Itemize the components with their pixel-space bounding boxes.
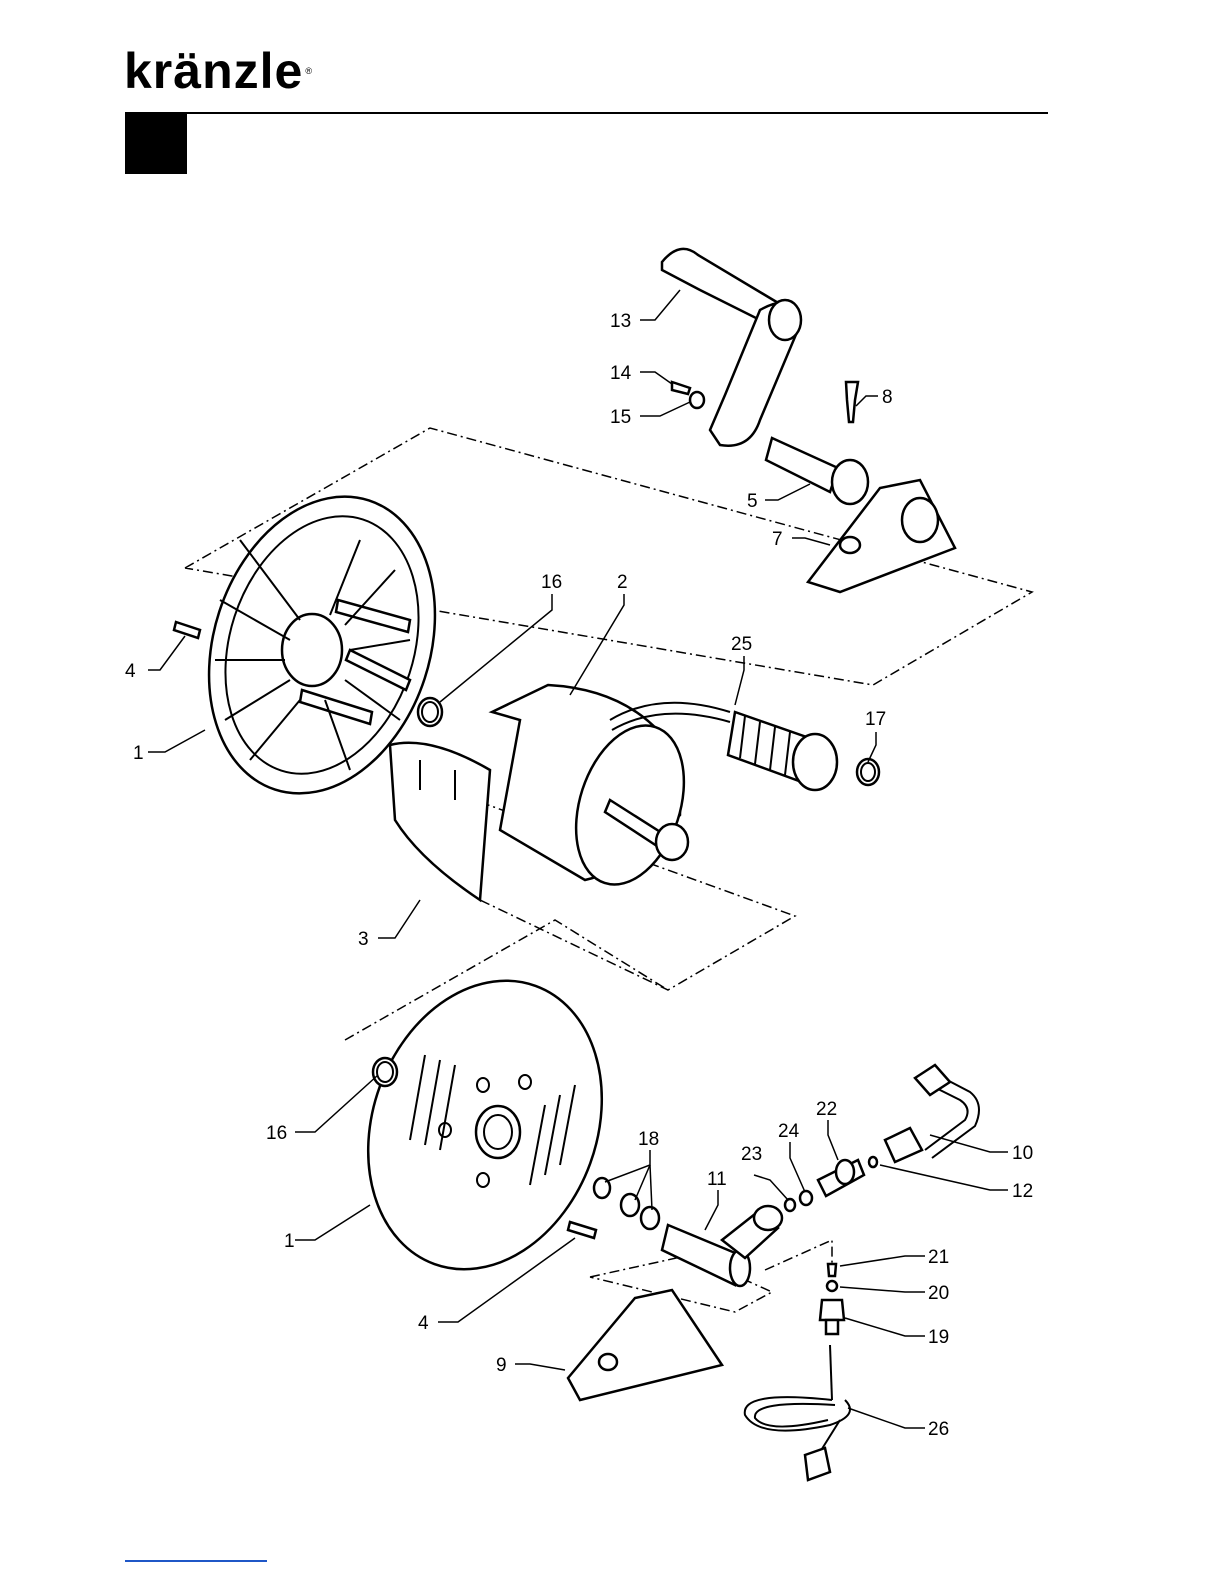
fitting-22 (818, 1160, 864, 1196)
label-3: 3 (358, 929, 369, 950)
label-1-upper: 1 (133, 743, 144, 764)
label-4-upper: 4 (125, 661, 136, 682)
label-12: 12 (1012, 1181, 1033, 1202)
seal-12 (869, 1157, 877, 1167)
label-5: 5 (747, 491, 758, 512)
part-21 (828, 1264, 836, 1276)
label-21: 21 (928, 1247, 949, 1268)
label-14: 14 (610, 363, 632, 384)
seal-23 (785, 1199, 795, 1211)
label-20: 20 (928, 1283, 949, 1304)
label-11: 11 (707, 1169, 727, 1190)
screw-14 (672, 382, 690, 394)
screw-8 (846, 382, 858, 422)
ring-16-upper (418, 698, 442, 726)
seal-24 (800, 1191, 812, 1205)
label-2: 2 (617, 572, 628, 593)
cover-half (390, 743, 490, 900)
pipe-10 (885, 1065, 979, 1162)
label-22: 22 (816, 1099, 837, 1120)
label-23: 23 (741, 1144, 762, 1165)
label-25: 25 (731, 634, 752, 655)
label-19: 19 (928, 1327, 949, 1348)
label-26: 26 (928, 1419, 949, 1440)
washer-15 (690, 392, 704, 408)
label-16-upper: 16 (541, 572, 562, 593)
reel-drum (492, 685, 703, 898)
part-19 (820, 1300, 844, 1334)
label-15: 15 (610, 407, 631, 428)
part-20 (827, 1281, 837, 1291)
reel-flange-lower (329, 948, 641, 1303)
footer-link-rule (125, 1560, 267, 1562)
label-16-lower: 16 (266, 1123, 287, 1144)
label-7: 7 (772, 529, 783, 550)
rotary-joint (728, 712, 837, 790)
hose-26 (745, 1345, 850, 1480)
screw-4-lower (568, 1222, 596, 1238)
screw-4-upper (174, 622, 200, 638)
elbow-11 (662, 1206, 782, 1286)
label-4-lower: 4 (418, 1313, 429, 1334)
shaft-5 (766, 438, 868, 504)
assembly-axis-lower (765, 1240, 832, 1270)
label-8: 8 (882, 387, 893, 408)
label-10: 10 (1012, 1143, 1033, 1164)
label-9: 9 (496, 1355, 507, 1376)
bearing-block-7 (808, 480, 955, 592)
ring-16-lower (373, 1058, 397, 1086)
ring-17 (857, 759, 879, 785)
label-17: 17 (865, 709, 886, 730)
label-13: 13 (610, 311, 631, 332)
label-24: 24 (778, 1121, 800, 1142)
base-block-9 (568, 1290, 722, 1400)
label-1-lower: 1 (284, 1231, 295, 1252)
label-18: 18 (638, 1129, 659, 1150)
seals-18 (594, 1178, 659, 1229)
crank-handle (662, 249, 801, 446)
